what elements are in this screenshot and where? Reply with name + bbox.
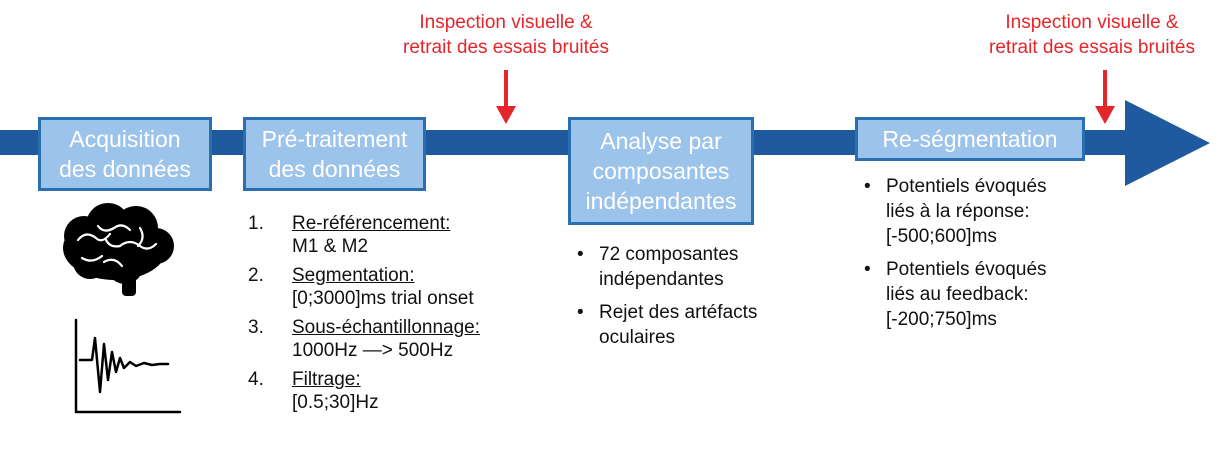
inspection-note-1: Inspection visuelle & retrait des essais… bbox=[370, 10, 642, 60]
step-2-title: Segmentation: bbox=[292, 265, 415, 286]
analyse-bullet-1-line-2: indépendantes bbox=[599, 269, 724, 290]
resegmentation-bullet-2: • Potentiels évoqués liés au feedback: [… bbox=[862, 257, 1122, 332]
inspection-note-1-line-1: Inspection visuelle & bbox=[419, 12, 593, 33]
stage-analyse: Analyse par composantes indépendantes bbox=[568, 117, 754, 225]
inspection-note-2: Inspection visuelle & retrait des essais… bbox=[966, 10, 1218, 60]
bullet-dot: • bbox=[577, 302, 584, 323]
analyse-bullet-2: • Rejet des artéfacts oculaires bbox=[575, 300, 815, 350]
stage-pretraitement-line-2: des données bbox=[268, 156, 401, 182]
pretraitement-steps: 1. Re-référencement: M1 & M2 2. Segmenta… bbox=[248, 212, 548, 420]
step-2-detail: [0;3000]ms trial onset bbox=[292, 288, 474, 309]
analyse-bullet-1-line-1: 72 composantes bbox=[599, 244, 739, 265]
step-1: 1. Re-référencement: M1 & M2 bbox=[248, 212, 548, 258]
step-3-detail: 1000Hz —> 500Hz bbox=[292, 340, 454, 361]
step-2-number: 2. bbox=[248, 265, 264, 286]
inspection-arrow-2 bbox=[1095, 70, 1115, 124]
stage-analyse-line-1: Analyse par bbox=[600, 128, 722, 154]
step-3: 3. Sous-échantillonnage: 1000Hz —> 500Hz bbox=[248, 316, 548, 362]
stage-pretraitement: Pré-traitement des données bbox=[243, 117, 426, 191]
analyse-bullet-2-line-1: Rejet des artéfacts bbox=[599, 302, 758, 323]
step-2: 2. Segmentation: [0;3000]ms trial onset bbox=[248, 264, 548, 310]
bullet-dot: • bbox=[577, 244, 584, 265]
brain-icon bbox=[63, 203, 174, 296]
resegmentation-bullet-1: • Potentiels évoqués liés à la réponse: … bbox=[862, 174, 1122, 249]
resegmentation-bullet-1-line-1: Potentiels évoqués bbox=[886, 176, 1047, 197]
stage-acquisition-line-1: Acquisition bbox=[69, 126, 181, 152]
step-3-title: Sous-échantillonnage: bbox=[292, 317, 481, 338]
step-4-number: 4. bbox=[248, 369, 264, 390]
stage-resegmentation-line-1: Re-ségmentation bbox=[882, 126, 1058, 152]
inspection-arrow-1 bbox=[496, 70, 516, 124]
timeline-arrowhead bbox=[1125, 100, 1210, 186]
bullet-dot: • bbox=[864, 176, 871, 197]
step-1-title: Re-référencement: bbox=[292, 213, 451, 234]
stage-analyse-line-2: composantes bbox=[592, 158, 730, 184]
analyse-bullet-2-line-2: oculaires bbox=[599, 327, 676, 348]
stage-pretraitement-line-1: Pré-traitement bbox=[261, 126, 408, 152]
step-4-detail: [0.5;30]Hz bbox=[292, 392, 379, 413]
step-1-number: 1. bbox=[248, 213, 264, 234]
inspection-note-2-line-2: retrait des essais bruités bbox=[989, 37, 1195, 58]
analyse-bullet-1: • 72 composantes indépendantes bbox=[575, 242, 815, 292]
resegmentation-bullets: • Potentiels évoqués liés à la réponse: … bbox=[862, 174, 1122, 340]
bullet-dot: • bbox=[864, 259, 871, 280]
stage-analyse-line-3: indépendantes bbox=[585, 188, 737, 214]
step-1-detail: M1 & M2 bbox=[292, 236, 369, 257]
resegmentation-bullet-2-line-2: liés au feedback: bbox=[886, 284, 1029, 305]
stage-resegmentation: Re-ségmentation bbox=[855, 117, 1085, 161]
inspection-note-1-line-2: retrait des essais bruités bbox=[403, 37, 609, 58]
step-4-title: Filtrage: bbox=[292, 369, 361, 390]
resegmentation-bullet-1-line-2: liés à la réponse: bbox=[886, 201, 1030, 222]
analyse-bullets: • 72 composantes indépendantes • Rejet d… bbox=[575, 242, 815, 358]
resegmentation-bullet-2-line-1: Potentiels évoqués bbox=[886, 259, 1047, 280]
inspection-note-2-line-1: Inspection visuelle & bbox=[1005, 12, 1179, 33]
resegmentation-bullet-2-line-3: [-200;750]ms bbox=[886, 309, 997, 330]
resegmentation-bullet-1-line-3: [-500;600]ms bbox=[886, 226, 997, 247]
step-3-number: 3. bbox=[248, 317, 264, 338]
stage-acquisition: Acquisition des données bbox=[38, 117, 212, 191]
stage-acquisition-line-2: des données bbox=[59, 156, 191, 182]
step-4: 4. Filtrage: [0.5;30]Hz bbox=[248, 368, 548, 414]
waveform-icon bbox=[74, 318, 182, 414]
